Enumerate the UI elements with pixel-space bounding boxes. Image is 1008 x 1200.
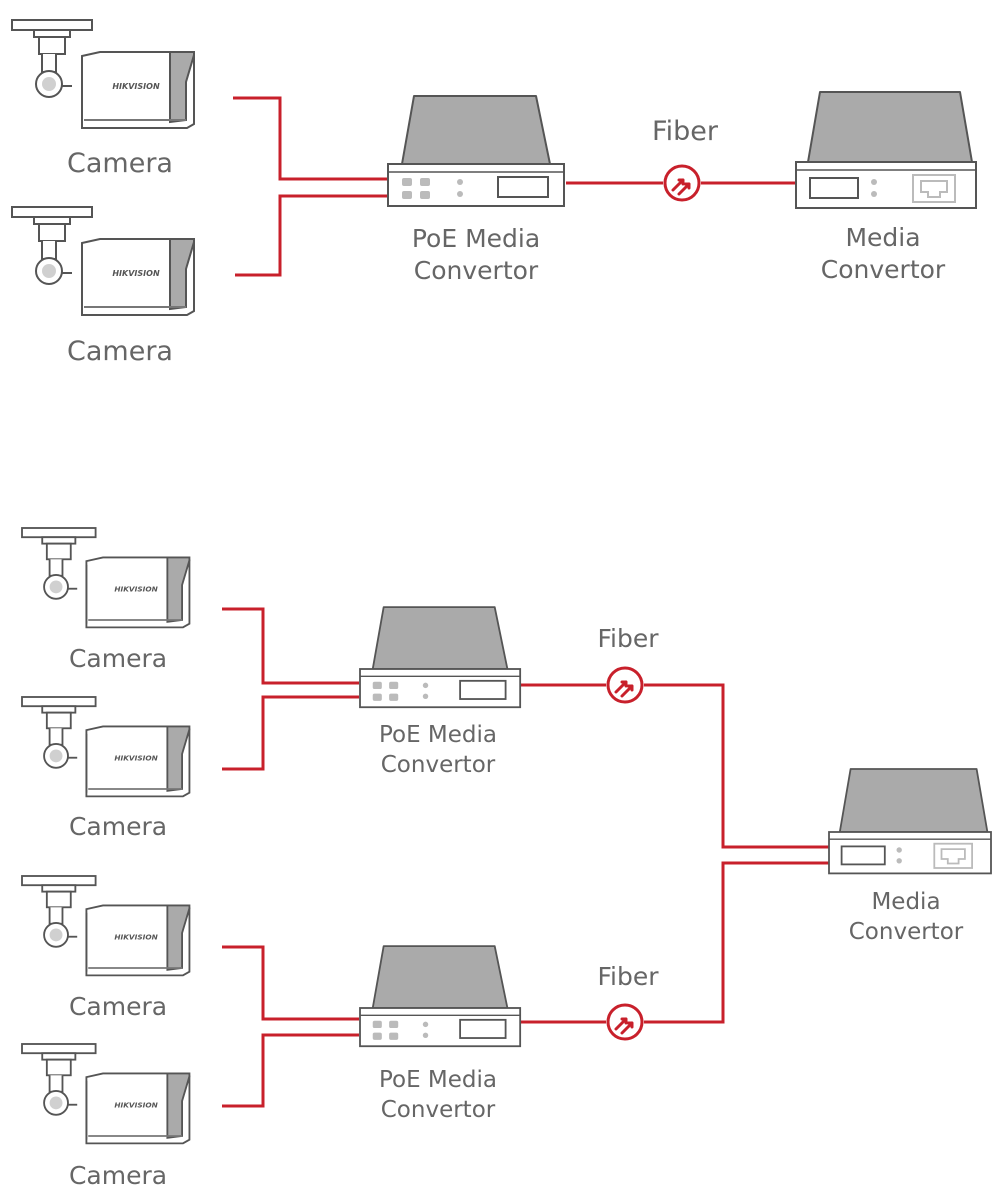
camera-label: Camera bbox=[69, 812, 167, 841]
wire-top-camera-1 bbox=[233, 96, 387, 181]
fiber-label: Fiber bbox=[597, 624, 659, 653]
wire-bottom-camera-2 bbox=[222, 695, 359, 771]
poe-media-convertor-label: Convertor bbox=[414, 256, 539, 285]
media-convertor-label: Media bbox=[871, 889, 940, 915]
poe-media-convertor-label: PoE Media bbox=[379, 1067, 497, 1093]
fiber-label: Fiber bbox=[597, 962, 659, 991]
camera-label: Camera bbox=[67, 336, 173, 367]
wire-bottom-camera-4 bbox=[222, 1033, 359, 1108]
poe-media-convertor-icon bbox=[387, 95, 565, 207]
wire-top-camera-2 bbox=[235, 194, 387, 277]
bottom-diagram: HIKVISION Camera HIKVISION Camera HIKVIS… bbox=[21, 527, 992, 1190]
camera-brand-logo: HIKVISION bbox=[112, 82, 160, 91]
poe-media-convertor-icon bbox=[359, 945, 522, 1048]
camera-icon: HIKVISION bbox=[11, 19, 195, 129]
fiber-connector-icon bbox=[604, 1001, 646, 1043]
fiber-label: Fiber bbox=[652, 116, 719, 147]
poe-media-convertor-label: Convertor bbox=[381, 752, 496, 778]
camera-brand-logo: HIKVISION bbox=[114, 1100, 158, 1109]
media-convertor-icon bbox=[828, 768, 992, 875]
camera-icon: HIKVISION bbox=[11, 206, 195, 316]
poe-media-convertor-label: PoE Media bbox=[412, 224, 540, 253]
wire-bottom-camera-3 bbox=[222, 945, 359, 1021]
wire-bottom-camera-1 bbox=[222, 607, 359, 685]
camera-label: Camera bbox=[69, 1161, 167, 1190]
fiber-connector-icon bbox=[661, 162, 703, 204]
camera-brand-logo: HIKVISION bbox=[114, 932, 158, 941]
top-diagram: HIKVISION Camera HIKVISION Camera PoE Me… bbox=[11, 19, 977, 367]
fiber-link-upper bbox=[520, 683, 829, 849]
camera-label: Camera bbox=[69, 644, 167, 673]
camera-label: Camera bbox=[69, 992, 167, 1021]
camera-icon: HIKVISION bbox=[21, 1043, 191, 1145]
camera-icon: HIKVISION bbox=[21, 696, 191, 798]
poe-media-convertor-label: PoE Media bbox=[379, 722, 497, 748]
camera-brand-logo: HIKVISION bbox=[112, 269, 160, 278]
camera-brand-logo: HIKVISION bbox=[114, 753, 158, 762]
camera-label: Camera bbox=[67, 148, 173, 179]
media-convertor-label: Convertor bbox=[849, 919, 964, 945]
poe-media-convertor-icon bbox=[359, 606, 522, 709]
media-convertor-icon bbox=[795, 91, 977, 209]
media-convertor-label: Media bbox=[845, 223, 920, 252]
media-convertor-label: Convertor bbox=[821, 255, 946, 284]
camera-icon: HIKVISION bbox=[21, 527, 191, 629]
poe-media-convertor-label: Convertor bbox=[381, 1097, 496, 1123]
camera-brand-logo: HIKVISION bbox=[114, 584, 158, 593]
camera-icon: HIKVISION bbox=[21, 875, 191, 977]
fiber-link-lower bbox=[520, 861, 829, 1024]
fiber-connector-icon bbox=[604, 664, 646, 706]
